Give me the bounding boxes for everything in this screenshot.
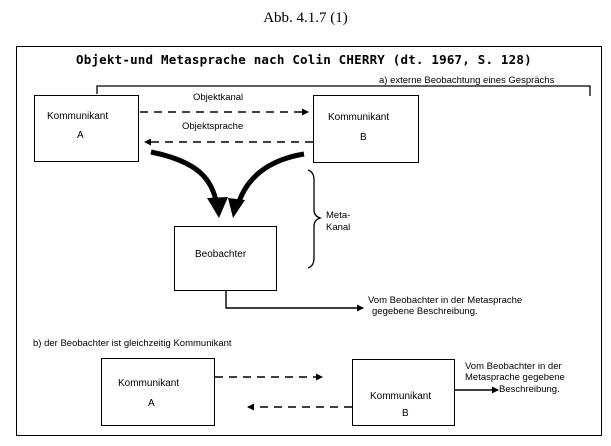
b-description-1: Vom Beobachter in der (465, 361, 562, 372)
figure-heading: Abb. 4.1.7 (1) (263, 10, 348, 26)
communicant-b-label: Kommunikant (328, 112, 390, 123)
communicant-a-id: A (77, 130, 84, 141)
observer-description-1: Vom Beobachter in der Metasprache (368, 295, 523, 306)
b-description-2: Metasprache gegebene (465, 372, 565, 383)
meta-arrow-from-b (235, 151, 305, 206)
communicant-b-id: B (360, 132, 367, 143)
caption-part-b: b) der Beobachter ist gleichzeitig Kommu… (33, 338, 232, 349)
observer-description-2: gegebene Beschreibung. (372, 306, 478, 317)
meta-channel-label-2: Kanal (326, 222, 351, 233)
meta-channel-brace (307, 169, 323, 269)
figure-title: Objekt-und Metasprache nach Colin CHERRY… (76, 52, 532, 67)
communicant-a-label: Kommunikant (47, 111, 109, 122)
communicant-b-box: Kommunikant B (313, 95, 419, 163)
b-description-3: Beschreibung. (499, 384, 560, 395)
figure-frame (16, 46, 602, 436)
meta-arrow-head-a (207, 197, 228, 218)
top-brace (96, 85, 591, 96)
observer-label: Beobachter (195, 249, 247, 260)
b-communicant-b-label: Kommunikant (370, 391, 432, 402)
communicant-a-box: Kommunikant A (34, 95, 139, 162)
b-communicant-a-id: A (148, 398, 155, 409)
b-communicant-a-label: Kommunikant (118, 378, 180, 389)
caption-part-a: a) externe Beobachtung eines Gesprächs (379, 75, 555, 86)
object-language-label: Objektsprache (182, 121, 244, 132)
meta-arrow-from-a (150, 149, 220, 206)
b-communicant-a-box: Kommunikant A (101, 358, 215, 426)
meta-channel-label-1: Meta- (326, 210, 351, 221)
meta-arrow-head-b (228, 198, 245, 218)
observer-box: Beobachter (174, 226, 277, 291)
observer-output-line (225, 290, 364, 312)
b-communicant-b-id: B (402, 408, 409, 419)
object-channel-label: Objektkanal (193, 92, 244, 103)
b-communicant-b-box: Kommunikant B (352, 359, 455, 426)
